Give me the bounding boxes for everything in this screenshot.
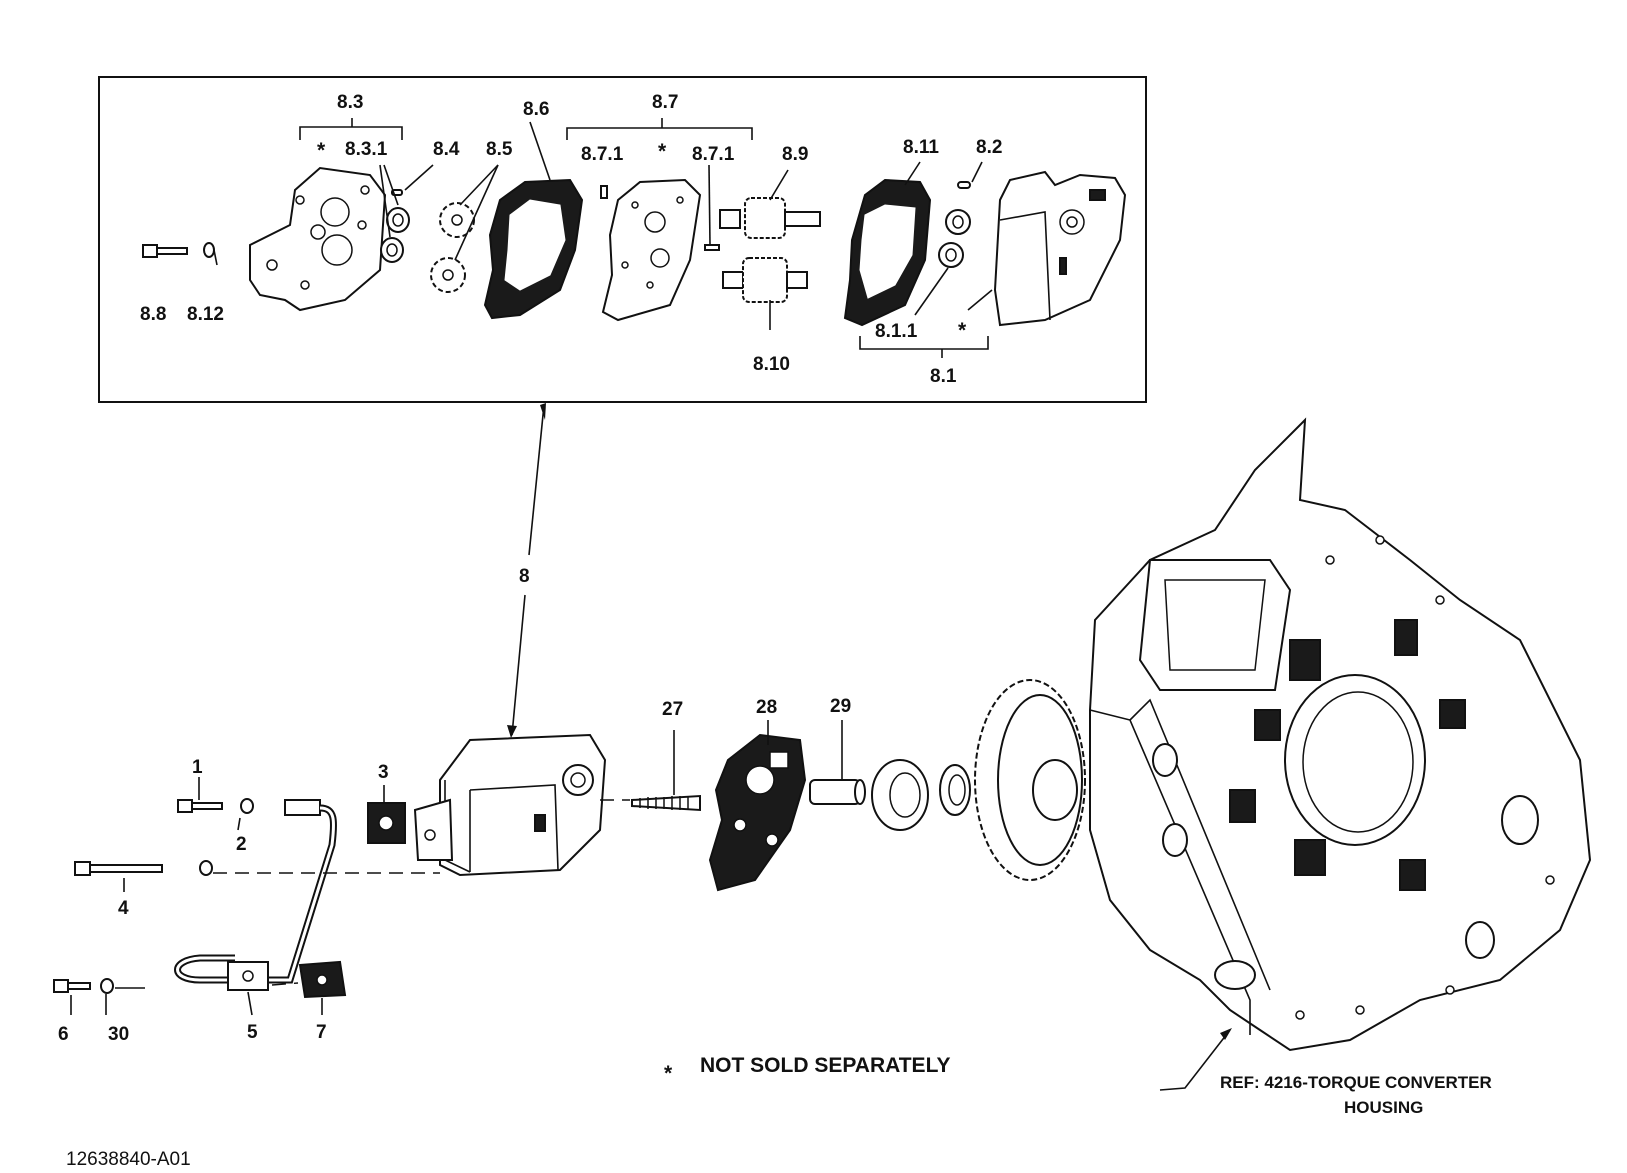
part-8-pump-assembly (413, 733, 607, 877)
label-8-6: 8.6 (523, 99, 549, 120)
part-8-9-drive-gear (719, 197, 821, 239)
part-8-3-cover-plate (249, 166, 387, 312)
part-5-tube (174, 799, 337, 991)
part-27-spring (631, 794, 701, 812)
asterisk-8-7: * (658, 140, 667, 163)
label-8-10: 8.10 (753, 354, 790, 375)
label-8-2: 8.2 (976, 137, 1002, 158)
part-8-1-1-bushings (938, 209, 971, 268)
label-27: 27 (662, 699, 683, 720)
part-8-7-1-pin-b (704, 244, 720, 251)
reference-line-1: REF: 4216-TORQUE CONVERTER (1220, 1073, 1492, 1092)
part-8-8-capscrew (142, 244, 188, 258)
part-30-washer (100, 978, 114, 994)
label-8-4: 8.4 (433, 139, 460, 160)
inset-leaders (213, 118, 993, 358)
part-8-12-washer (203, 242, 215, 258)
label-8-5: 8.5 (486, 139, 513, 160)
label-29: 29 (830, 696, 851, 717)
label-8-3-1: 8.3.1 (345, 139, 388, 160)
lower-leaders (70, 720, 1232, 1091)
label-8-3: 8.3 (337, 92, 363, 113)
label-8-12: 8.12 (187, 304, 224, 325)
asterisk-8-1: * (958, 319, 967, 342)
label-1: 1 (192, 757, 203, 778)
part-8-5-gears (430, 202, 475, 293)
part-4-capscrew (74, 861, 163, 876)
inset-frame (98, 76, 1147, 403)
label-8-8: 8.8 (140, 304, 166, 325)
part-8-11-gasket (843, 178, 932, 327)
part-2-washer-a (240, 798, 254, 814)
converter-gear (974, 679, 1086, 881)
label-6: 6 (58, 1024, 69, 1045)
part-8-3-1-bushings (380, 207, 410, 263)
part-2-washer-b (199, 860, 213, 876)
part-28-gasket (708, 733, 807, 892)
label-28: 28 (756, 697, 777, 718)
label-8: 8 (519, 566, 530, 587)
label-30: 30 (108, 1024, 129, 1045)
note-not-sold-separately: NOT SOLD SEPARATELY (700, 1054, 950, 1077)
label-4: 4 (118, 898, 129, 919)
label-2: 2 (236, 834, 247, 855)
label-8-7: 8.7 (652, 92, 678, 113)
label-8-7-1-a: 8.7.1 (581, 144, 624, 165)
label-8-1-1: 8.1.1 (875, 321, 918, 342)
part-8-7-plate (601, 178, 702, 322)
label-5: 5 (247, 1022, 258, 1043)
torque-converter-housing (1089, 417, 1592, 1052)
document-id: 12638840-A01 (66, 1149, 191, 1170)
part-8-6-gasket (483, 178, 584, 320)
label-8-1: 8.1 (930, 366, 957, 387)
part-8-10-driven-gear (722, 257, 808, 303)
label-8-9: 8.9 (782, 144, 808, 165)
inset-to-pump-arrow: 8 (507, 403, 546, 738)
bearing (871, 759, 971, 831)
label-8-7-1-b: 8.7.1 (692, 144, 735, 165)
reference-line-2: HOUSING (1344, 1098, 1423, 1117)
part-8-7-1-pin-a (600, 185, 608, 199)
label-8-11: 8.11 (903, 137, 939, 158)
label-7: 7 (316, 1022, 327, 1043)
part-8-1-pump-body (993, 170, 1127, 327)
part-8-2-pin (957, 181, 971, 189)
part-29-shaft (809, 779, 866, 805)
note-asterisk: * (664, 1062, 673, 1085)
part-7-gasket (298, 960, 347, 999)
part-6-capscrew (53, 979, 91, 993)
label-3: 3 (378, 762, 389, 783)
part-3-gasket (367, 802, 406, 844)
asterisk-8-3: * (317, 139, 326, 162)
pump-detail-inset: 8.3 * 8.3.1 8.4 8.5 8.6 8.7 8.7.1 * 8.7.… (98, 76, 1147, 403)
part-1-capscrew (177, 799, 223, 813)
assembly-center-lines (115, 799, 630, 989)
